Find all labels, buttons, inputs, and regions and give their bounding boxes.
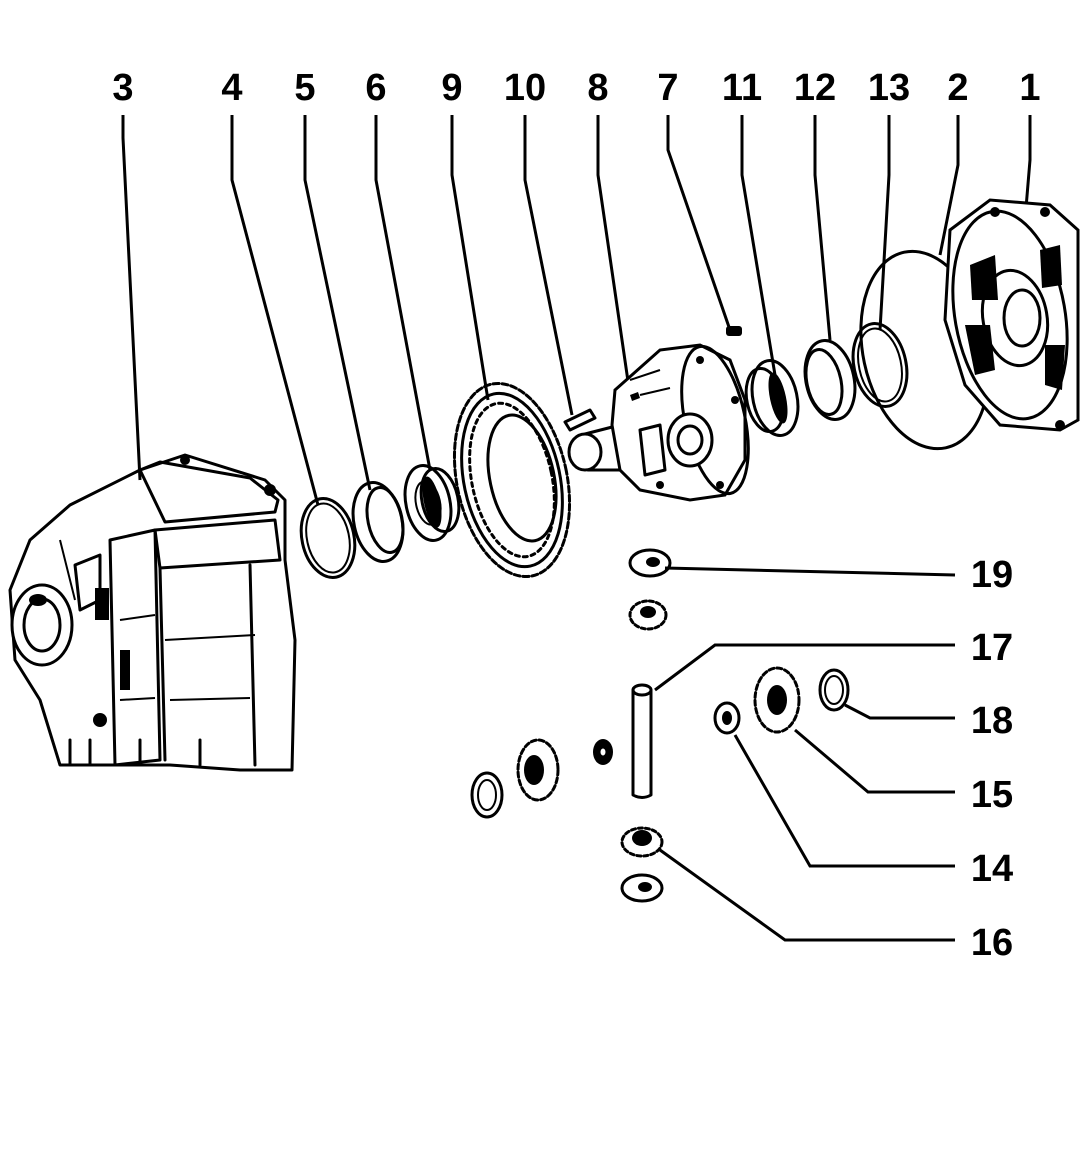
- ring-gear-part-9: [452, 381, 572, 579]
- leader-15: [794, 728, 955, 794]
- leader-14: [733, 734, 955, 868]
- leader-4: [230, 115, 320, 506]
- callout-4: 4: [221, 67, 242, 109]
- callout-12: 12: [794, 67, 836, 109]
- side-gear-left: [516, 738, 560, 802]
- pin-part-10: [563, 408, 597, 432]
- thrust-washer-part-18: [818, 668, 850, 712]
- callout-7: 7: [657, 67, 678, 109]
- pinion-gear-part-16: [620, 826, 664, 858]
- side-gear-part-15: [753, 666, 801, 734]
- right-callouts: 19 17 18 15 14 16: [971, 554, 1013, 964]
- stud-part-7: [726, 326, 742, 336]
- housing-bore: [10, 583, 74, 667]
- callout-16: 16: [971, 922, 1013, 964]
- leader-10: [523, 115, 574, 416]
- leader-7: [666, 115, 732, 331]
- cover-part-1: [943, 198, 1080, 432]
- o-ring-part-4: [299, 497, 357, 579]
- shaft-part-17: [631, 683, 653, 799]
- leader-13: [878, 115, 891, 331]
- callout-10: 10: [504, 67, 546, 109]
- leader-16: [659, 848, 955, 942]
- differential-case-part-8: [567, 343, 750, 502]
- thrust-washer-left: [470, 771, 504, 819]
- o-ring-part-13: [851, 322, 909, 408]
- leader-1: [1023, 115, 1032, 221]
- callout-19: 19: [971, 554, 1013, 596]
- bearing-race-part-5: [351, 481, 405, 563]
- housing-part-3: [8, 453, 297, 772]
- right-leader-lines: [654, 566, 956, 942]
- leader-12: [813, 115, 832, 341]
- leader-3: [121, 115, 142, 481]
- leader-6: [374, 115, 432, 471]
- leader-5: [303, 115, 372, 491]
- callout-17: 17: [971, 627, 1013, 669]
- callout-3: 3: [112, 67, 133, 109]
- pinion-gear-upper: [628, 599, 668, 631]
- top-leader-lines: [121, 115, 1032, 506]
- callout-8: 8: [587, 67, 608, 109]
- washer-lower: [620, 873, 664, 903]
- washer-part-19: [628, 548, 672, 578]
- bearing-race-part-12: [803, 339, 857, 421]
- callout-18: 18: [971, 700, 1013, 742]
- callout-9: 9: [441, 67, 462, 109]
- callout-2: 2: [947, 67, 968, 109]
- leader-11: [740, 115, 777, 376]
- leader-2: [938, 115, 960, 256]
- callout-11: 11: [722, 67, 762, 109]
- leader-9: [450, 115, 490, 401]
- leader-17: [654, 643, 955, 692]
- callout-5: 5: [294, 67, 315, 109]
- callout-6: 6: [365, 67, 386, 109]
- callout-13: 13: [868, 67, 910, 109]
- leader-19: [664, 566, 956, 577]
- bearing-part-11: [744, 359, 800, 437]
- washer-part-14: [713, 701, 741, 735]
- callout-14: 14: [971, 848, 1013, 890]
- small-nut-left: [593, 739, 613, 765]
- leader-8: [596, 115, 632, 396]
- callout-1: 1: [1019, 67, 1040, 109]
- taper-bearing-part-6: [403, 464, 461, 542]
- leader-18: [844, 703, 955, 720]
- top-callouts: 3 4 5 6 9 10 8 7 11 12 13 2 1: [112, 67, 1040, 109]
- callout-15: 15: [971, 774, 1013, 816]
